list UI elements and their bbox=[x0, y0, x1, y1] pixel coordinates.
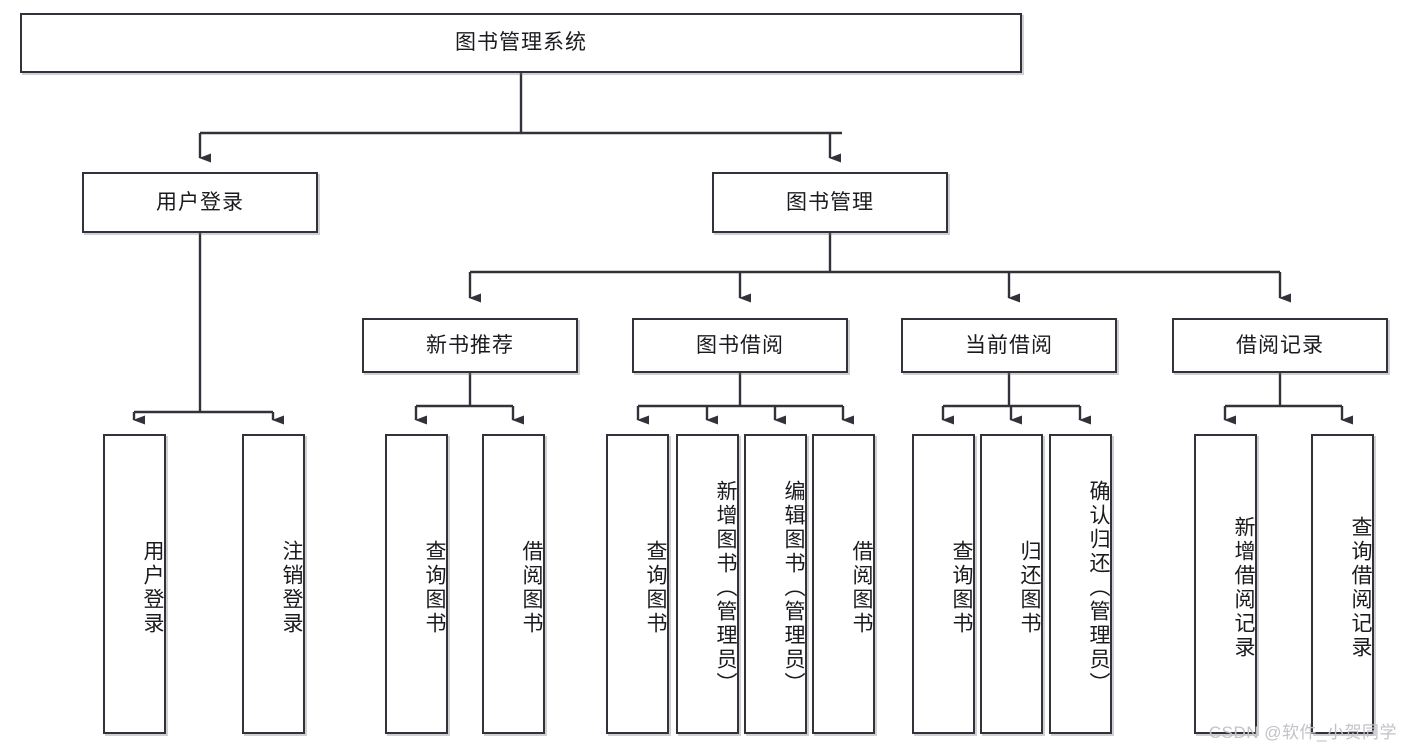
node-label: 确认归还（管理员） bbox=[1087, 480, 1110, 696]
csdn-watermark: CSDN @软件_小贺同学 bbox=[1208, 723, 1397, 742]
node-label: 新增借阅记录 bbox=[1232, 516, 1255, 660]
leaf-current-borrow-confirm-return-admin[interactable]: 确认归还（管理员） bbox=[1049, 434, 1112, 734]
node-label: 新书推荐 bbox=[426, 333, 514, 357]
leaf-current-borrow-return-book[interactable]: 归还图书 bbox=[980, 434, 1043, 734]
node-label: 查询图书 bbox=[423, 540, 446, 636]
leaf-borrow-record-query-record[interactable]: 查询借阅记录 bbox=[1311, 434, 1374, 734]
leaf-book-borrow-borrow-book[interactable]: 借阅图书 bbox=[812, 434, 875, 734]
node-label: 图书借阅 bbox=[696, 333, 784, 357]
node-label: 查询借阅记录 bbox=[1349, 516, 1372, 660]
leaf-new-book-query-book[interactable]: 查询图书 bbox=[385, 434, 448, 734]
node-label: 查询图书 bbox=[950, 540, 973, 636]
node-label: 注销登录 bbox=[280, 540, 303, 636]
node-label: 借阅图书 bbox=[850, 540, 873, 636]
node-book-borrow[interactable]: 图书借阅 bbox=[632, 318, 848, 373]
leaf-book-borrow-add-book-admin[interactable]: 新增图书（管理员） bbox=[676, 434, 739, 734]
leaf-book-borrow-edit-book-admin[interactable]: 编辑图书（管理员） bbox=[744, 434, 807, 734]
node-label: 用户登录 bbox=[141, 540, 164, 636]
node-label: 归还图书 bbox=[1018, 540, 1041, 636]
node-label: 用户登录 bbox=[156, 190, 244, 214]
node-user-login[interactable]: 用户登录 bbox=[82, 172, 318, 233]
node-label: 借阅图书 bbox=[520, 540, 543, 636]
leaf-user-login-login[interactable]: 用户登录 bbox=[103, 434, 166, 734]
node-label: 编辑图书（管理员） bbox=[782, 480, 805, 696]
leaf-book-borrow-query-book[interactable]: 查询图书 bbox=[606, 434, 669, 734]
node-book-management[interactable]: 图书管理 bbox=[712, 172, 948, 233]
node-label: 图书管理 bbox=[786, 190, 874, 214]
node-label: 图书管理系统 bbox=[455, 31, 587, 55]
node-label: 查询图书 bbox=[644, 540, 667, 636]
node-borrow-record[interactable]: 借阅记录 bbox=[1172, 318, 1388, 373]
leaf-current-borrow-query-book[interactable]: 查询图书 bbox=[912, 434, 975, 734]
node-current-borrow[interactable]: 当前借阅 bbox=[901, 318, 1117, 373]
node-root-book-management-system[interactable]: 图书管理系统 bbox=[20, 13, 1022, 73]
leaf-borrow-record-add-record[interactable]: 新增借阅记录 bbox=[1194, 434, 1257, 734]
leaf-new-book-borrow-book[interactable]: 借阅图书 bbox=[482, 434, 545, 734]
leaf-user-login-logout[interactable]: 注销登录 bbox=[242, 434, 305, 734]
node-label: 借阅记录 bbox=[1236, 333, 1324, 357]
node-label: 新增图书（管理员） bbox=[714, 480, 737, 696]
node-label: 当前借阅 bbox=[965, 333, 1053, 357]
node-new-book-recommend[interactable]: 新书推荐 bbox=[362, 318, 578, 373]
